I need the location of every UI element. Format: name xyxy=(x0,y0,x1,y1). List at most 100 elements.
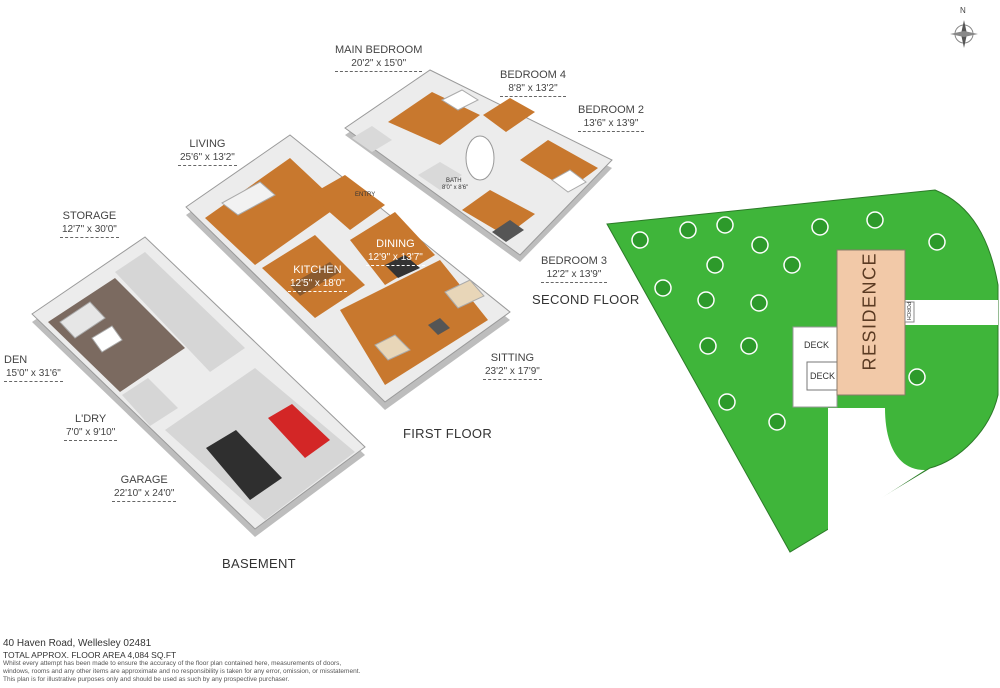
room-label-bedroom2: BEDROOM 2 13'6" x 13'9" xyxy=(578,104,645,132)
room-label-storage: STORAGE 12'7" x 30'0" xyxy=(60,210,119,238)
total-floor-area: TOTAL APPROX. FLOOR AREA 4,084 SQ.FT xyxy=(3,650,177,660)
armchair xyxy=(374,334,411,361)
bath-floor xyxy=(418,162,462,190)
room-label-dining: DINING 12'9" x 13'7" xyxy=(366,238,425,266)
compass-rose-icon xyxy=(950,20,978,48)
room-label-den: DEN 15'0" x 31'6" xyxy=(4,354,63,382)
room-name: KITCHEN xyxy=(293,264,342,276)
room-dims: 25'6" x 13'2" xyxy=(178,151,237,166)
room-name: GARAGE xyxy=(120,474,168,486)
floor-title-first: FIRST FLOOR xyxy=(403,426,493,441)
room-name: BEDROOM 4 xyxy=(500,69,567,81)
room-label-sitting: SITTING 23'2" x 17'9" xyxy=(483,352,542,380)
room-dims: 12'7" x 30'0" xyxy=(60,223,119,238)
room-name: SITTING xyxy=(490,352,535,364)
coffee-table xyxy=(428,318,450,335)
sitting-sofa xyxy=(444,279,485,309)
staircase-void xyxy=(465,135,495,181)
room-dims: 15'0" x 31'6" xyxy=(4,367,63,382)
plan-footer: 40 Haven Road, Wellesley 02481 TOTAL APP… xyxy=(3,638,603,684)
room-dims: 13'6" x 13'9" xyxy=(578,117,645,132)
tree xyxy=(928,233,946,251)
bedroom4-floor xyxy=(483,98,535,132)
tree xyxy=(751,236,769,254)
red-car xyxy=(268,404,330,458)
bath-label: BATH xyxy=(446,178,462,184)
tree xyxy=(750,294,768,312)
room-dims: 7'0" x 9'10" xyxy=(64,426,118,441)
room-name: LIVING xyxy=(189,138,226,150)
room-name: DEN xyxy=(4,354,28,366)
driveway xyxy=(828,408,925,532)
tree xyxy=(740,337,758,355)
basement-plan xyxy=(31,236,366,537)
porch xyxy=(904,301,915,323)
tree xyxy=(716,216,734,234)
disclaimer-line-1: Whilst every attempt has been made to en… xyxy=(3,660,342,667)
compass-north-label: N xyxy=(960,6,966,15)
tree xyxy=(679,221,697,239)
room-name: BEDROOM 2 xyxy=(578,104,645,116)
floor-title-basement: BASEMENT xyxy=(222,556,296,571)
tree xyxy=(654,279,672,297)
disclaimer-line-2: windows, rooms and any other items are a… xyxy=(3,668,361,675)
room-label-living: LIVING 25'6" x 13'2" xyxy=(178,138,237,166)
room-dims: 22'10" x 24'0" xyxy=(112,487,177,502)
room-name: L'DRY xyxy=(75,413,107,425)
tree xyxy=(783,256,801,274)
kitchen-island xyxy=(290,262,340,296)
room-label-bedroom4: BEDROOM 4 8'8" x 13'2" xyxy=(500,69,567,97)
floor-title-second: SECOND FLOOR xyxy=(532,292,640,307)
deck-label-upper: DECK xyxy=(804,340,830,350)
residence-building xyxy=(836,249,906,396)
second-floor-plan xyxy=(344,69,613,262)
deck-label-lower: DECK xyxy=(810,371,836,381)
living-sofa xyxy=(221,181,276,216)
bedroom3-desk xyxy=(492,220,524,242)
room-label-garage: GARAGE 22'10" x 24'0" xyxy=(112,474,177,502)
deck-lower xyxy=(806,361,838,391)
property-address: 40 Haven Road, Wellesley 02481 xyxy=(3,638,152,649)
laundry-floor xyxy=(122,378,178,426)
room-label-main-bedroom: MAIN BEDROOM 20'2" x 15'0" xyxy=(335,44,423,72)
site-plan xyxy=(606,189,999,553)
room-dims: 12'2" x 13'9" xyxy=(541,268,608,283)
tree xyxy=(699,337,717,355)
room-dims: 12'9" x 13'7" xyxy=(366,251,425,266)
residence-label: RESIDENCE xyxy=(859,251,880,371)
den-sofa xyxy=(59,301,106,339)
den-table xyxy=(91,325,123,353)
room-dims: 12'5" x 18'0" xyxy=(288,277,347,292)
bedroom3-floor xyxy=(462,190,535,236)
room-name: DINING xyxy=(376,238,415,250)
dining-table xyxy=(385,255,420,278)
tree xyxy=(718,393,736,411)
porch-label: PORCH xyxy=(905,301,912,321)
tree xyxy=(811,218,829,236)
room-name: STORAGE xyxy=(62,210,117,222)
room-label-kitchen: KITCHEN 12'5" x 18'0" xyxy=(288,264,347,292)
garage-floor xyxy=(165,368,355,520)
black-car xyxy=(206,430,282,500)
main-bed xyxy=(440,89,480,111)
first-floor-plan xyxy=(185,134,511,410)
bedroom2-bed xyxy=(551,169,587,193)
room-name: BEDROOM 3 xyxy=(541,255,608,267)
living-floor xyxy=(205,158,340,265)
bath-dims: 8'0" x 8'6" xyxy=(442,185,469,191)
room-dims: 23'2" x 17'9" xyxy=(483,365,542,380)
tree xyxy=(866,211,884,229)
disclaimer-line-3: This plan is for illustrative purposes o… xyxy=(3,676,290,683)
trees xyxy=(631,211,946,431)
tree xyxy=(631,231,649,249)
room-dims: 8'8" x 13'2" xyxy=(500,82,567,97)
room-label-laundry: L'DRY 7'0" x 9'10" xyxy=(64,413,118,441)
entry-label: ENTRY xyxy=(355,192,376,198)
room-dims: 20'2" x 15'0" xyxy=(335,57,423,72)
storage-floor xyxy=(115,252,245,372)
room-name: MAIN BEDROOM xyxy=(335,44,423,56)
tree xyxy=(908,368,926,386)
side-path xyxy=(905,300,998,325)
tree xyxy=(706,256,724,274)
